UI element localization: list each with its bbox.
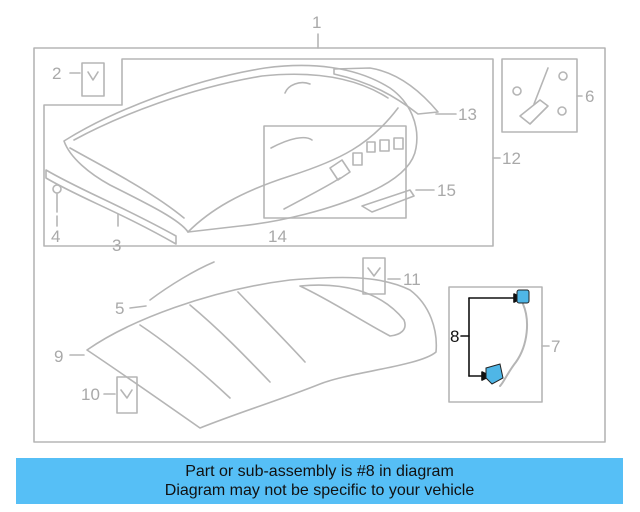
bracket-6 xyxy=(519,99,549,125)
soft-top-bow1 xyxy=(139,324,231,399)
leader-5 xyxy=(129,305,147,309)
weather-strip-3 xyxy=(45,169,177,245)
callout-9: 9 xyxy=(54,347,64,366)
tube-7 xyxy=(499,303,529,387)
fastener-14a xyxy=(352,152,363,166)
fastener-14c xyxy=(379,139,390,152)
label-10 xyxy=(116,376,138,414)
callout-14: 14 xyxy=(268,227,287,246)
soft-top-window xyxy=(299,284,406,337)
label-10-mark xyxy=(120,389,133,399)
link-6 xyxy=(533,67,549,105)
cable-14 xyxy=(270,136,313,149)
main-frame xyxy=(33,47,606,443)
callout-10: 10 xyxy=(81,385,100,404)
callout-11: 11 xyxy=(403,270,421,289)
group-frame-7 xyxy=(448,286,543,403)
label-2 xyxy=(81,62,105,97)
callout-5: 5 xyxy=(115,299,125,318)
soft-top xyxy=(86,276,438,429)
bracket-14 xyxy=(329,159,351,181)
callout-4: 4 xyxy=(51,227,61,246)
hard-top-handle xyxy=(284,81,311,94)
label-11 xyxy=(362,257,386,295)
hard-top-rear xyxy=(187,107,399,233)
group-frame-14 xyxy=(263,125,407,219)
hard-top-trim xyxy=(69,147,185,219)
callout-15: 15 xyxy=(437,181,456,200)
fastener-14d xyxy=(393,137,404,150)
rod-14 xyxy=(283,177,341,210)
callout-12: 12 xyxy=(502,149,521,168)
clip-8-lower xyxy=(485,363,504,385)
rear-glass xyxy=(333,67,439,115)
soft-top-bow3 xyxy=(237,291,306,363)
group-frame-12 xyxy=(43,58,494,247)
caption-bar: Part or sub-assembly is #8 in diagram Di… xyxy=(16,458,623,504)
label-2-mark xyxy=(87,71,99,81)
callout-3: 3 xyxy=(112,236,122,255)
callout-1: 1 xyxy=(312,13,322,32)
bolt-4-head xyxy=(52,184,62,194)
label-11-mark xyxy=(367,267,381,277)
fastener-14b xyxy=(366,141,376,153)
callout-6: 6 xyxy=(585,87,595,106)
group-frame-6 xyxy=(501,58,578,133)
hard-top-shell xyxy=(63,64,418,233)
clip-8-upper xyxy=(516,289,530,304)
bolt-6a xyxy=(512,86,522,96)
soft-top-bow2 xyxy=(189,304,271,383)
callout-13: 13 xyxy=(458,105,477,124)
cable-5 xyxy=(149,261,215,301)
bolt-6c xyxy=(557,106,567,116)
bolt-6b xyxy=(558,71,568,81)
callout-2: 2 xyxy=(52,64,62,83)
hard-top-edge xyxy=(73,73,389,141)
callout-7: 7 xyxy=(551,337,561,356)
seal-strip-15 xyxy=(361,189,415,213)
caption-line-2: Diagram may not be specific to your vehi… xyxy=(164,482,475,499)
callout-8: 8 xyxy=(450,327,460,346)
caption-line-1: Part or sub-assembly is #8 in diagram xyxy=(185,463,454,480)
